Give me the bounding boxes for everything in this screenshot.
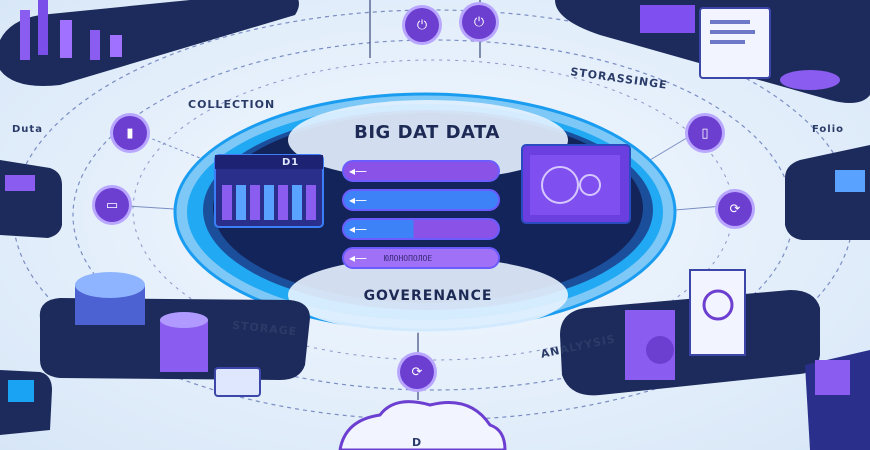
platform-bottom-left xyxy=(39,272,310,397)
flow-bar-3: ◂— xyxy=(342,218,500,240)
platform-top-right xyxy=(555,0,870,104)
arrow-left-icon: ◂— xyxy=(348,193,368,207)
folio-right-label: Folio xyxy=(812,124,845,135)
arrow-left-icon: ◂— xyxy=(348,251,368,265)
platform-right xyxy=(785,145,870,240)
collection-label: COLLECTION xyxy=(188,98,276,111)
chart-node-icon[interactable]: ▮ xyxy=(113,116,147,150)
refresh-node-icon[interactable]: ⟳ xyxy=(400,355,434,389)
bar-caption: ЮЛОНОПОЛОЕ xyxy=(384,253,433,263)
platform-bottom-right xyxy=(560,269,820,396)
folder-node-icon[interactable]: ▭ xyxy=(95,188,129,222)
panel-header-text: D1 xyxy=(282,157,300,168)
platform-bottom-left-small xyxy=(0,370,52,435)
arrow-left-icon: ◂— xyxy=(348,164,368,178)
platform-left xyxy=(0,160,62,238)
power-node-icon[interactable]: ⏻ xyxy=(405,8,439,42)
platform-bottom-right-small xyxy=(805,350,870,450)
flow-bar-1: ◂— xyxy=(342,160,500,182)
arrow-left-icon: ◂— xyxy=(348,222,368,236)
hub-title: BIG DAT DATA xyxy=(354,122,500,143)
flow-bar-4: ◂— ЮЛОНОПОЛОЕ xyxy=(342,247,500,269)
cloud-label: D xyxy=(412,436,423,449)
gear-node-icon[interactable]: ⟳ xyxy=(718,192,752,226)
platform-top-left xyxy=(0,0,299,86)
governance-label: GOVERENANCE xyxy=(363,288,493,304)
flow-bar-2: ◂— xyxy=(342,189,500,211)
clock-node-icon[interactable]: ▯ xyxy=(688,116,722,150)
power-node-icon-2[interactable]: ⏻ xyxy=(462,5,496,39)
data-left-label: Duta xyxy=(12,124,43,135)
